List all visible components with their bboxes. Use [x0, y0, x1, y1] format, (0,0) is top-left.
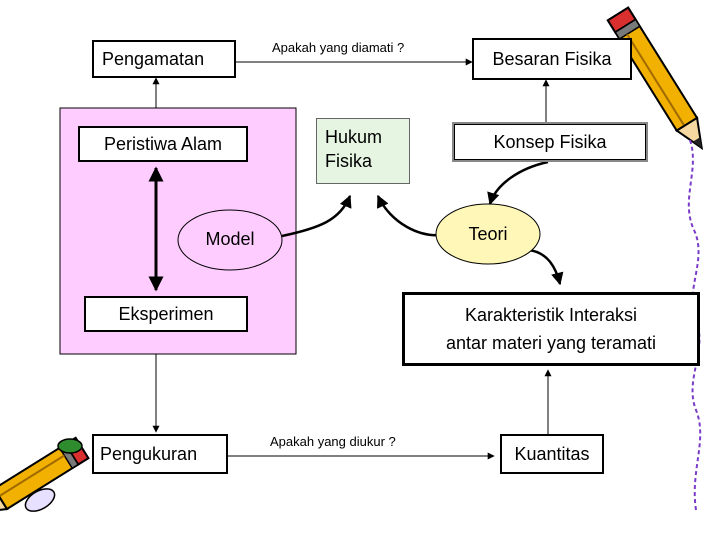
- hukum-fisika-line2: Fisika: [325, 151, 373, 171]
- pengamatan-box: Pengamatan: [92, 40, 236, 78]
- teori-label: Teori: [468, 224, 508, 244]
- peristiwa-alam-label: Peristiwa Alam: [103, 134, 223, 154]
- pengamatan-label: Pengamatan: [102, 49, 205, 69]
- pencil-icon: [24, 488, 56, 512]
- pengukuran-label: Pengukuran: [100, 444, 198, 464]
- eksperimen-box: Eksperimen: [84, 296, 248, 332]
- karakteristik-box: Karakteristik Interaksi antar materi yan…: [402, 292, 700, 366]
- peristiwa-alam-box: Peristiwa Alam: [78, 126, 248, 162]
- curve-model-to-hukum: [281, 194, 352, 238]
- konsep-fisika-box: Konsep Fisika: [452, 122, 648, 162]
- edge-label-bottom: Apakah yang diukur ?: [270, 434, 396, 449]
- curve-teori-to-karakteristik: [527, 248, 564, 286]
- pencil-icon: [57, 438, 83, 454]
- konsep-fisika-label: Konsep Fisika: [493, 132, 607, 152]
- curve-konsep-to-teori: [487, 160, 549, 206]
- teori-ellipse: [435, 203, 541, 265]
- hukum-fisika-line1: Hukum: [325, 127, 383, 147]
- eksperimen-label: Eksperimen: [118, 304, 214, 324]
- model-label: Model: [205, 229, 255, 249]
- besaran-fisika-box: Besaran Fisika: [472, 38, 632, 80]
- edge-label-top: Apakah yang diamati ?: [272, 40, 405, 55]
- hukum-fisika-box: Hukum Fisika: [316, 118, 410, 184]
- kuantitas-box: Kuantitas: [500, 434, 604, 474]
- karakteristik-line2: antar materi yang teramati: [445, 333, 657, 353]
- model-ellipse: [177, 209, 283, 271]
- pengukuran-box: Pengukuran: [92, 434, 228, 474]
- karakteristik-line1: Karakteristik Interaksi: [464, 305, 638, 325]
- besaran-fisika-label: Besaran Fisika: [492, 49, 612, 69]
- kuantitas-label: Kuantitas: [514, 444, 590, 464]
